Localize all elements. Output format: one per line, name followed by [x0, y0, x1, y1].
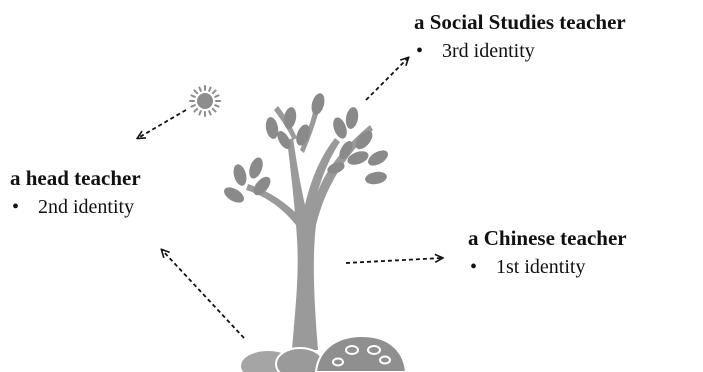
- bullet: •: [416, 40, 424, 62]
- social-studies-identity-row: • 3rd identity: [414, 38, 626, 64]
- tree-icon: [224, 93, 388, 350]
- rocks-icon: [239, 334, 408, 372]
- head-teacher-identity-row: • 2nd identity: [10, 194, 141, 220]
- head-teacher-label: a head teacher • 2nd identity: [10, 166, 141, 220]
- arrow-sun-to-head: [138, 109, 187, 138]
- arrow-to-social-studies: [365, 58, 408, 101]
- chinese-teacher-identity: 1st identity: [496, 256, 586, 278]
- sun-icon: [189, 85, 221, 117]
- social-studies-label: a Social Studies teacher • 3rd identity: [414, 10, 626, 64]
- head-teacher-identity: 2nd identity: [38, 196, 135, 218]
- head-teacher-title: a head teacher: [10, 166, 141, 190]
- chinese-teacher-title: a Chinese teacher: [468, 226, 627, 250]
- social-studies-identity: 3rd identity: [442, 40, 535, 62]
- bullet: •: [470, 256, 478, 278]
- social-studies-title: a Social Studies teacher: [414, 10, 626, 34]
- bullet: •: [12, 196, 20, 218]
- arrow-to-chinese: [345, 258, 442, 264]
- chinese-teacher-identity-row: • 1st identity: [468, 254, 627, 280]
- chinese-teacher-label: a Chinese teacher • 1st identity: [468, 226, 627, 280]
- arrow-ground-to-head: [162, 250, 245, 339]
